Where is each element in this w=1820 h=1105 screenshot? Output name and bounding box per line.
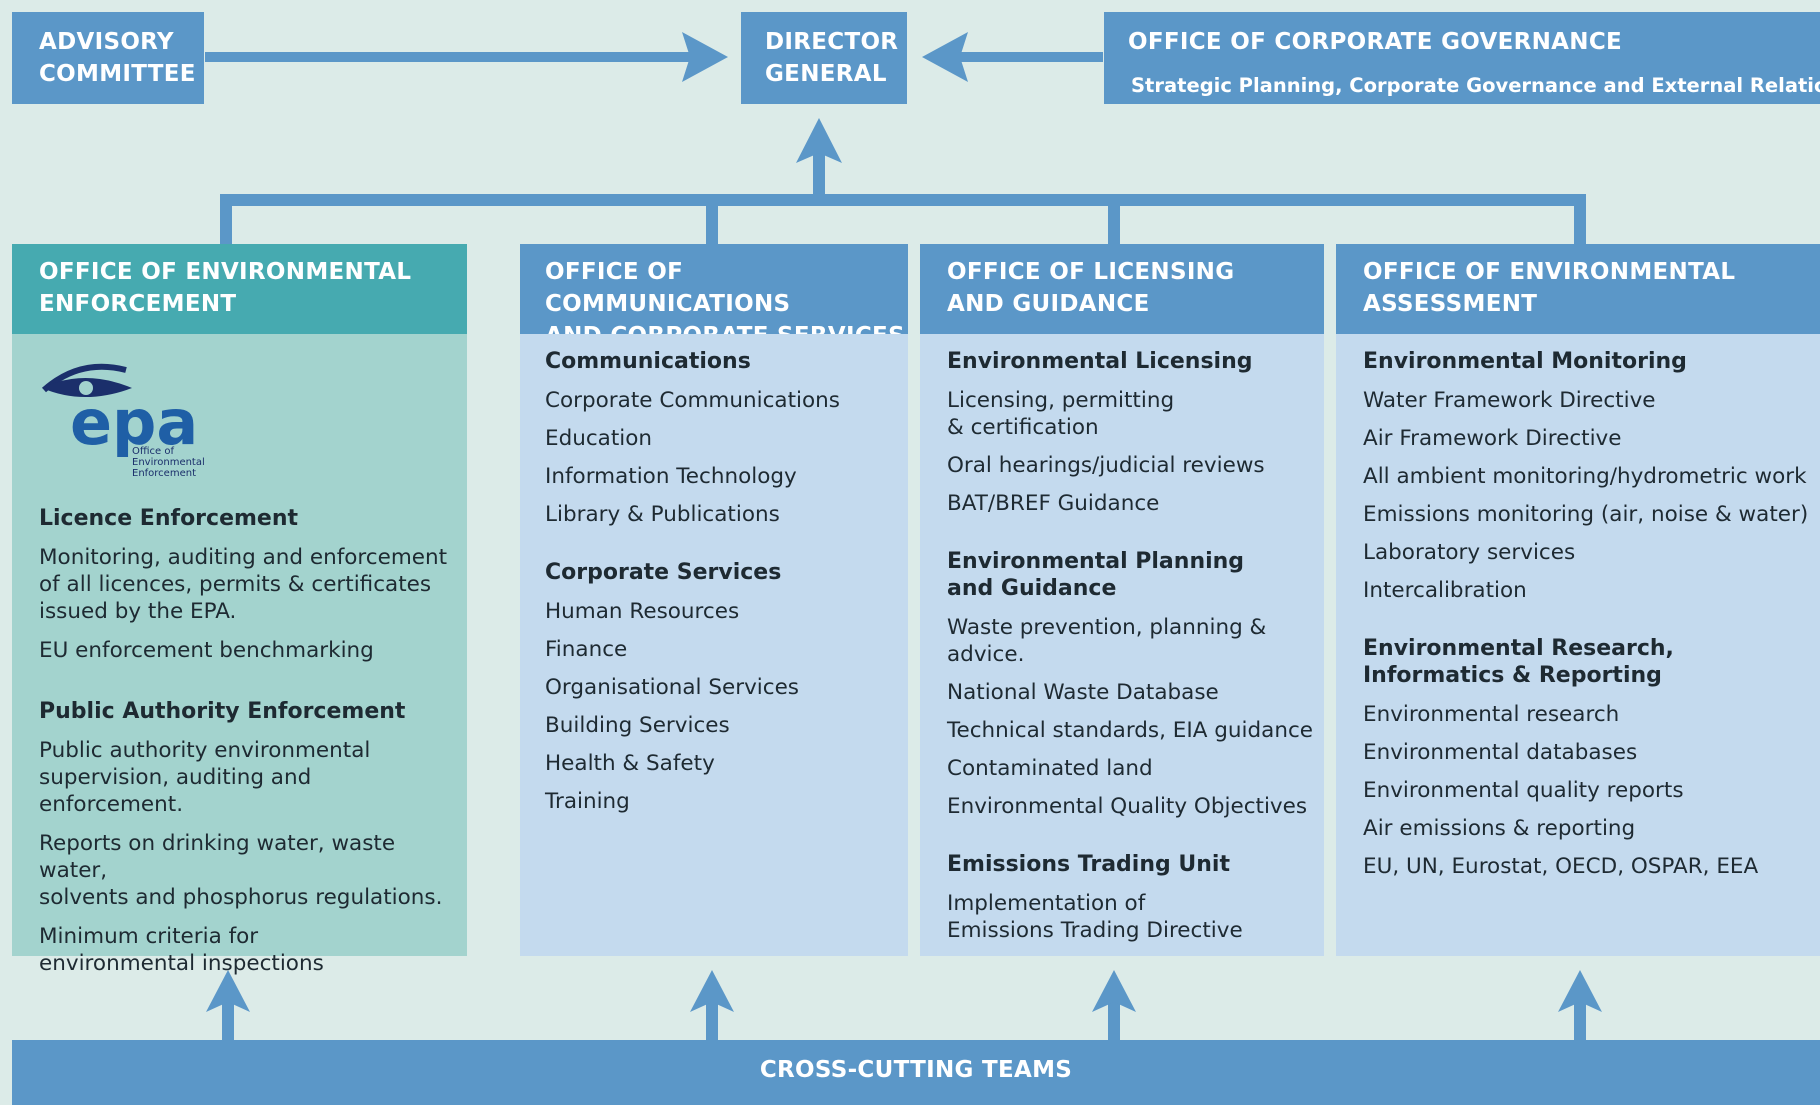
section-heading: Environmental Research, Informatics & Re…: [1363, 636, 1674, 688]
assessment-header: OFFICE OF ENVIRONMENTAL ASSESSMENT: [1336, 244, 1820, 334]
list-item: Corporate Communications: [545, 388, 840, 413]
list-item: National Waste Database: [947, 680, 1219, 705]
list-item: EU, UN, Eurostat, OECD, OSPAR, EEA: [1363, 854, 1759, 879]
epa-logo: epa Office of Environmental Enforcement: [42, 363, 208, 479]
cross-cutting-teams-bar: CROSS-CUTTING TEAMS: [12, 1040, 1820, 1105]
enforcement-header: OFFICE OF ENVIRONMENTAL ENFORCEMENT: [12, 244, 467, 334]
communications-content: Communications Corporate Communications …: [545, 348, 905, 815]
office-bus-line: [220, 194, 1585, 206]
cross-team-arrows: [206, 970, 1602, 1041]
list-item: Monitoring, auditing and enforcement of …: [39, 545, 448, 624]
director-up-stem: [813, 150, 825, 202]
assessment-content: Environmental Monitoring Water Framework…: [1363, 348, 1818, 880]
enforcement-content: Licence Enforcement Monitoring, auditing…: [39, 505, 459, 977]
arrowhead-director-up: [796, 118, 842, 163]
arrowhead-to-director-right: [922, 32, 968, 82]
section-heading: Environmental Monitoring: [1363, 349, 1687, 374]
list-item: Organisational Services: [545, 675, 800, 700]
list-item: Environmental research: [1363, 702, 1620, 727]
section-heading: Emissions Trading Unit: [947, 852, 1230, 877]
section-heading: Environmental Planning and Guidance: [947, 549, 1245, 601]
assessment-title: OFFICE OF ENVIRONMENTAL ASSESSMENT: [1363, 259, 1736, 317]
list-item: Waste prevention, planning & advice.: [947, 615, 1267, 667]
section-heading: Communications: [545, 349, 751, 374]
list-item: Education: [545, 426, 653, 451]
epa-logo-wordmark: epa: [70, 386, 198, 459]
list-item: Information Technology: [545, 464, 797, 489]
list-item: Air Framework Directive: [1363, 426, 1622, 451]
list-item: Emissions monitoring (air, noise & water…: [1363, 502, 1809, 527]
list-item: Environmental Quality Objectives: [947, 794, 1308, 819]
list-item: Environmental databases: [1363, 740, 1638, 765]
svg-text:Office of Environmental: Office of Environmental Enforcement: [132, 446, 208, 479]
licensing-header: OFFICE OF LICENSING AND GUIDANCE: [920, 244, 1324, 334]
list-item: Environmental quality reports: [1363, 778, 1684, 803]
list-item: Contaminated land: [947, 756, 1153, 781]
list-item: Water Framework Directive: [1363, 388, 1656, 413]
governance-connector: [943, 52, 1103, 62]
list-item: Technical standards, EIA guidance: [947, 718, 1314, 743]
list-item: Air emissions & reporting: [1363, 816, 1636, 841]
section-heading: Corporate Services: [545, 560, 782, 585]
list-item: All ambient monitoring/hydrometric work: [1363, 464, 1807, 489]
corporate-governance-title: OFFICE OF CORPORATE GOVERNANCE: [1128, 29, 1623, 55]
list-item: Finance: [545, 637, 628, 662]
arrowhead-to-director-left: [682, 32, 728, 82]
communications-header: OFFICE OF COMMUNICATIONS AND CORPORATE S…: [520, 244, 908, 349]
assessment-body: [1336, 334, 1820, 956]
director-general-box: DIRECTOR GENERAL: [741, 12, 907, 104]
director-general-label: DIRECTOR GENERAL: [765, 29, 899, 87]
licensing-title: OFFICE OF LICENSING AND GUIDANCE: [947, 259, 1235, 317]
section-heading: Public Authority Enforcement: [39, 699, 406, 724]
list-item: Implementation of Emissions Trading Dire…: [947, 891, 1243, 943]
list-item: Minimum criteria for environmental inspe…: [39, 924, 324, 976]
list-item: Library & Publications: [545, 502, 780, 527]
corporate-governance-subtitle: Strategic Planning, Corporate Governance…: [1131, 74, 1820, 97]
list-item: Oral hearings/judicial reviews: [947, 453, 1265, 478]
list-item: Building Services: [545, 713, 730, 738]
communications-body: [520, 334, 908, 956]
list-item: EU enforcement benchmarking: [39, 638, 374, 663]
list-item: Laboratory services: [1363, 540, 1576, 565]
section-heading: Licence Enforcement: [39, 506, 299, 531]
list-item: BAT/BREF Guidance: [947, 491, 1160, 516]
licensing-body: [920, 334, 1324, 956]
advisory-committee-box: ADVISORY COMMITTEE: [12, 12, 204, 104]
list-item: Reports on drinking water, waste water, …: [39, 831, 443, 910]
cross-cutting-teams-label: CROSS-CUTTING TEAMS: [759, 1057, 1073, 1083]
list-item: Public authority environmental supervisi…: [39, 738, 371, 817]
enforcement-body: [12, 334, 467, 956]
enforcement-title: OFFICE OF ENVIRONMENTAL ENFORCEMENT: [39, 259, 412, 317]
list-item: Training: [545, 789, 630, 814]
advisory-committee-label: ADVISORY COMMITTEE: [39, 29, 196, 87]
corporate-governance-box: OFFICE OF CORPORATE GOVERNANCE Strategic…: [1104, 12, 1820, 104]
licensing-content: Environmental Licensing Licensing, permi…: [947, 348, 1322, 944]
eye-arc-icon: [42, 363, 127, 393]
list-item: Intercalibration: [1363, 578, 1527, 603]
list-item: Licensing, permitting & certification: [947, 388, 1175, 440]
list-item: Human Resources: [545, 599, 740, 624]
list-item: Health & Safety: [545, 751, 715, 776]
advisory-connector: [205, 52, 710, 62]
section-heading: Environmental Licensing: [947, 349, 1253, 374]
